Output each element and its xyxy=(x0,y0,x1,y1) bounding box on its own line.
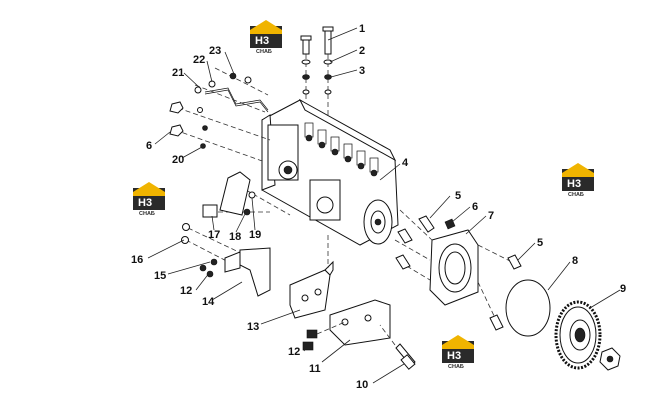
logo-text: СНАБ xyxy=(256,49,272,55)
logo-text: СНАБ xyxy=(448,364,464,370)
callout-11: 11 xyxy=(309,363,321,375)
callout-8: 8 xyxy=(572,255,578,267)
logo-watermark: H3 СНАБ xyxy=(133,182,165,217)
left-assembly-lines xyxy=(174,67,291,269)
callout-7: 7 xyxy=(488,210,494,222)
callout-10: 10 xyxy=(356,379,368,391)
callout-16: 16 xyxy=(131,254,143,266)
callout-21: 21 xyxy=(172,67,184,79)
logo-mark: H3 xyxy=(567,178,581,190)
drive-gear xyxy=(554,300,621,371)
callout-23: 23 xyxy=(209,45,221,57)
callout-9: 9 xyxy=(620,283,626,295)
logo-mark: H3 xyxy=(447,350,461,362)
callout-6: 6 xyxy=(472,201,478,213)
callout-14: 14 xyxy=(202,296,215,308)
callout-labels: 1 2 3 4 5 6 7 5 8 9 10 11 12 13 14 12 15… xyxy=(131,23,626,391)
left-small-parts xyxy=(169,72,271,297)
callout-6b: 6 xyxy=(146,140,152,152)
callout-1: 1 xyxy=(359,23,365,35)
logo-mark: H3 xyxy=(138,197,152,209)
callout-22: 22 xyxy=(193,54,205,66)
leader-lines xyxy=(147,27,621,384)
callout-13: 13 xyxy=(247,321,259,333)
callout-20: 20 xyxy=(172,154,184,166)
callout-4: 4 xyxy=(402,157,409,169)
callout-19: 19 xyxy=(249,229,261,241)
logo-watermark: H3 СНАБ xyxy=(250,20,282,55)
top-bolts xyxy=(300,26,334,125)
timing-housing xyxy=(394,209,522,331)
callout-15: 15 xyxy=(154,270,166,282)
callout-2: 2 xyxy=(359,45,365,57)
callout-5: 5 xyxy=(455,190,461,202)
logo-mark: H3 xyxy=(255,35,269,47)
callout-3: 3 xyxy=(359,65,365,77)
lower-brackets xyxy=(289,235,416,370)
logo-text: СНАБ xyxy=(568,192,584,198)
logo-text: СНАБ xyxy=(139,211,155,217)
callout-12: 12 xyxy=(180,285,192,297)
injection-pump-body xyxy=(204,87,399,246)
callout-5b: 5 xyxy=(537,237,543,249)
callout-12b: 12 xyxy=(288,346,300,358)
logo-watermark: H3 СНАБ xyxy=(562,163,594,198)
o-ring xyxy=(505,279,551,337)
logo-watermark: H3 СНАБ xyxy=(442,335,474,370)
callout-17: 17 xyxy=(208,229,220,241)
callout-18: 18 xyxy=(229,231,241,243)
